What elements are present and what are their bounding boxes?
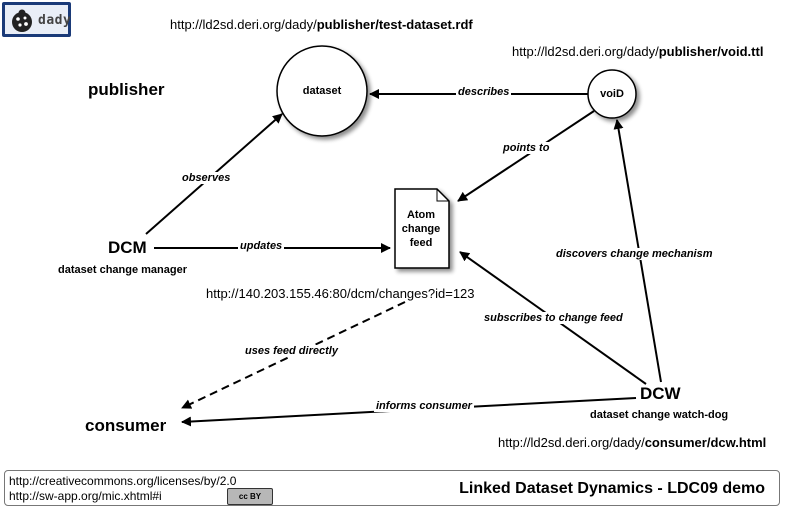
publisher-label: publisher bbox=[88, 80, 165, 99]
points-to-arrow bbox=[457, 110, 595, 202]
feed-label-line1: Atom bbox=[406, 209, 436, 221]
feed-label: Atom change feed bbox=[395, 208, 447, 250]
uses-feed-label: uses feed directly bbox=[243, 345, 340, 357]
dcw-sublabel: dataset change watch-dog bbox=[590, 409, 729, 421]
informs-label: informs consumer bbox=[374, 400, 474, 412]
cc-license-badge[interactable]: cc BY bbox=[227, 488, 273, 505]
dcm-sublabel: dataset change manager bbox=[58, 264, 187, 276]
dcm-label: DCM bbox=[108, 238, 147, 257]
discovers-label: discovers change mechanism bbox=[554, 248, 715, 260]
dataset-url-prefix: http://ld2sd.deri.org/dady/ bbox=[170, 17, 317, 32]
void-url: http://ld2sd.deri.org/dady/publisher/voi… bbox=[512, 44, 763, 59]
observes-label: observes bbox=[180, 172, 233, 184]
void-label: voiD bbox=[600, 88, 624, 100]
feed-url: http://140.203.155.46:80/dcm/changes?id=… bbox=[206, 286, 475, 301]
void-url-prefix: http://ld2sd.deri.org/dady/ bbox=[512, 44, 659, 59]
describes-label: describes bbox=[456, 86, 512, 98]
dataset-url: http://ld2sd.deri.org/dady/publisher/tes… bbox=[170, 17, 473, 32]
dcw-url-bold: consumer/dcw.html bbox=[644, 435, 767, 450]
license-link[interactable]: http://creativecommons.org/licenses/by/2… bbox=[9, 474, 237, 488]
dcw-label: DCW bbox=[640, 384, 681, 403]
feed-dogear bbox=[436, 189, 449, 202]
mic-link[interactable]: http://sw-app.org/mic.xhtml#i bbox=[9, 489, 162, 503]
feed-label-line3: feed bbox=[409, 237, 433, 249]
dcw-url: http://ld2sd.deri.org/dady/consumer/dcw.… bbox=[498, 435, 766, 450]
consumer-label: consumer bbox=[85, 416, 167, 435]
footer-box: http://creativecommons.org/licenses/by/2… bbox=[4, 470, 780, 506]
ladybug-icon bbox=[12, 9, 32, 32]
dataset-label: dataset bbox=[302, 85, 342, 97]
logo-text: dady bbox=[38, 13, 72, 28]
subscribes-label: subscribes to change feed bbox=[482, 312, 625, 324]
void-url-bold: publisher/void.ttl bbox=[658, 44, 764, 59]
dcw-url-prefix: http://ld2sd.deri.org/dady/ bbox=[498, 435, 645, 450]
dataset-node bbox=[276, 45, 368, 137]
dady-logo: dady bbox=[2, 2, 71, 37]
updates-label: updates bbox=[238, 240, 285, 252]
points-to-label: points to bbox=[501, 142, 552, 154]
footer-title: Linked Dataset Dynamics - LDC09 demo bbox=[459, 480, 765, 497]
feed-document-node bbox=[394, 188, 450, 269]
feed-label-line2: change bbox=[401, 223, 441, 235]
dataset-url-bold: publisher/test-dataset.rdf bbox=[316, 17, 473, 32]
